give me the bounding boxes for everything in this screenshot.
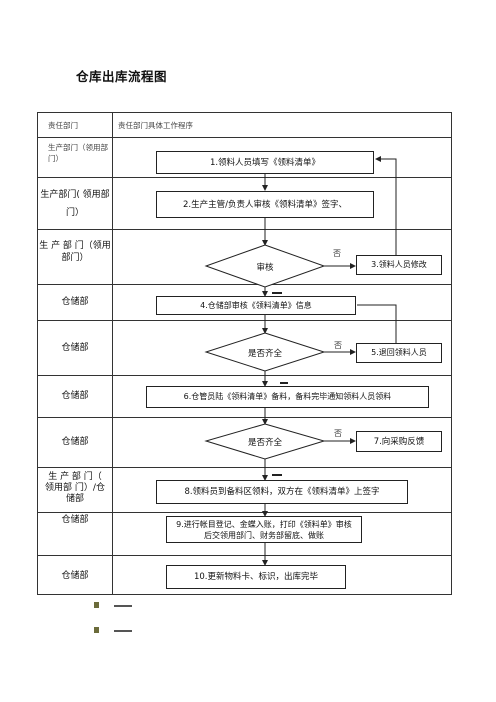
- row-divider: [37, 229, 452, 230]
- row-divider: [37, 467, 452, 468]
- step-7-box: 7.向采购反馈: [356, 431, 442, 452]
- header-procedure: 责任部门具体工作程序: [118, 121, 193, 130]
- decision-audit: [204, 244, 326, 288]
- decision-complete-1-text: 是否齐全: [247, 349, 282, 359]
- step-8-box: 8.领料员到备料区领料，双方在《领料清单》上签字: [156, 480, 408, 504]
- yes-mark: [272, 474, 282, 476]
- step-5-box: 5.退回领料人员: [356, 343, 442, 363]
- legend-line: [114, 605, 132, 607]
- label-no: 否: [334, 429, 342, 438]
- dept-cell: 仓储部: [61, 571, 89, 581]
- row-divider: [37, 417, 452, 418]
- step-3-box: 3.领料人员修改: [356, 255, 442, 275]
- row-divider: [37, 284, 452, 285]
- dept-cell: 仓储部: [61, 391, 89, 401]
- header-dept: 责任部门: [48, 121, 78, 130]
- dept-cell: 仓储部: [61, 297, 89, 307]
- dept-cell: 生 产 部 门（领用部门）: [39, 241, 111, 263]
- row-divider: [37, 137, 452, 138]
- row-divider: [37, 375, 452, 376]
- label-no: 否: [334, 341, 342, 350]
- dept-cell: 仓储部: [61, 515, 89, 525]
- yes-mark: [280, 382, 288, 384]
- row-divider: [37, 555, 452, 556]
- decision-complete-2-text: 是否齐全: [247, 438, 282, 448]
- dept-cell: 仓储部: [61, 343, 89, 353]
- column-divider: [112, 112, 113, 595]
- step-2-box: 2.生产主管/负责人审核《领料清单》签字、: [156, 191, 374, 218]
- decision-complete-2: [204, 423, 326, 460]
- dept-cell: 生产部门( 领用部门）: [40, 190, 110, 218]
- page-title: 仓库出库流程图: [76, 69, 168, 84]
- legend-icon: [94, 627, 99, 633]
- yes-mark: [272, 292, 282, 294]
- legend-line: [114, 630, 132, 632]
- label-no: 否: [333, 249, 341, 258]
- flowchart-table: [37, 112, 452, 595]
- step-9-box: 9.进行帐目登记、金蝶入账，打印《领料单》审核后交领用部门、财务部留底、做账: [166, 516, 362, 543]
- step-4-box: 4.仓储部审核《领料清单》信息: [156, 296, 356, 315]
- dept-cell: 生 产 部 门（ 领用部 门）/仓储部: [45, 472, 105, 504]
- row-divider: [37, 320, 452, 321]
- legend-icon: [94, 602, 99, 608]
- row-divider: [37, 512, 452, 513]
- dept-cell: 仓储部: [61, 437, 89, 447]
- step-6-box: 6.仓管员陆《领料清单》备料，备料完毕通知领料人员领料: [146, 386, 429, 408]
- dept-cell: 生产部门（领用部门）: [48, 143, 108, 163]
- step-1-box: 1.领料人员填写《领料清单》: [156, 151, 374, 174]
- decision-complete-1: [204, 332, 326, 372]
- row-divider: [37, 177, 452, 178]
- decision-audit-text: 审核: [256, 263, 274, 273]
- step-10-box: 10.更新物料卡、标识，出库完毕: [166, 565, 346, 589]
